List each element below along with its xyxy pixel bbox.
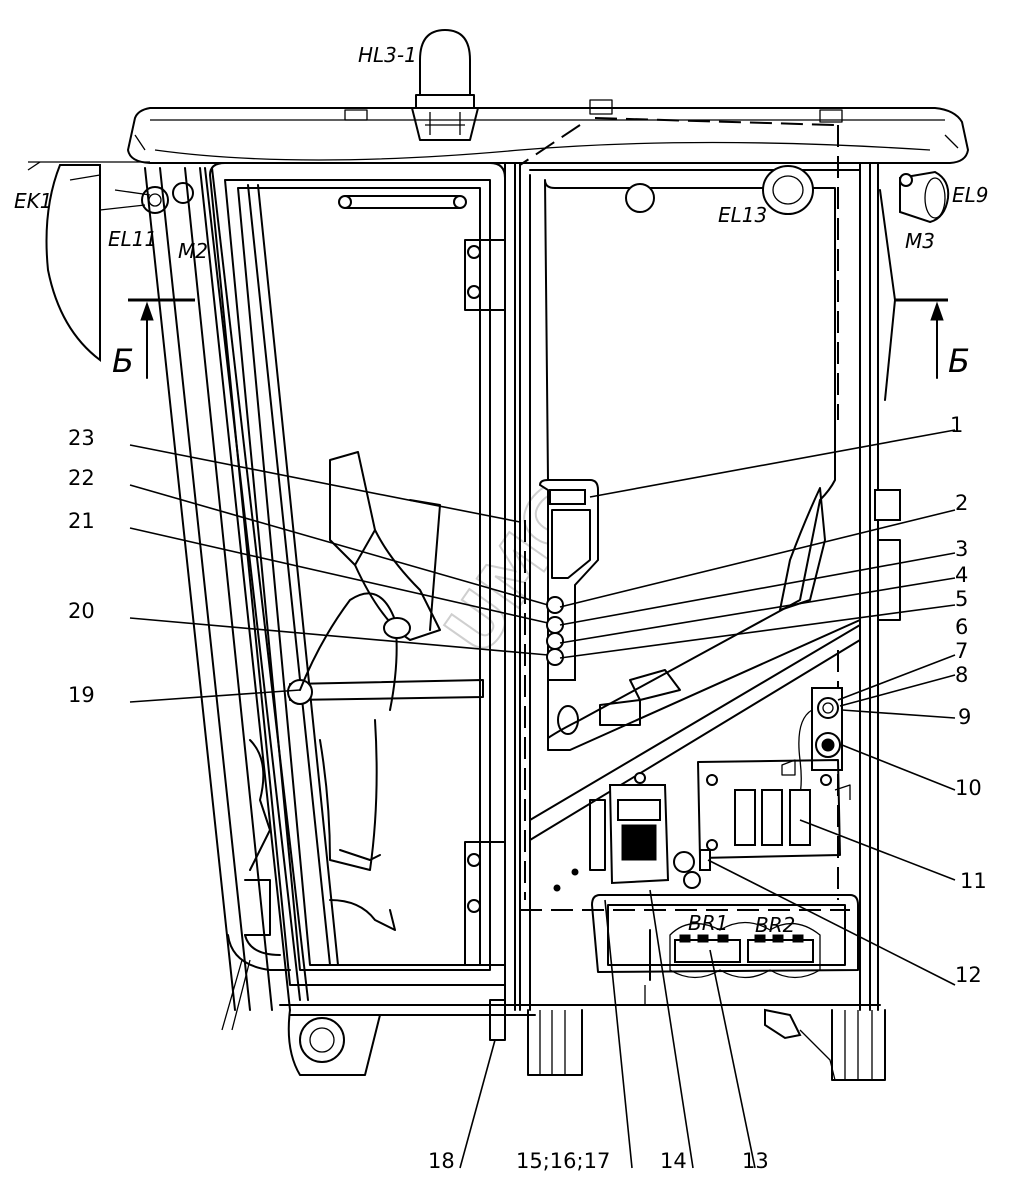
callouts-left: 23 22 21 20 19	[68, 426, 95, 707]
label-el13: EL13	[718, 203, 767, 227]
cab-frame-left	[144, 167, 309, 1031]
rear-window	[529, 169, 861, 1006]
callout-9: 9	[958, 705, 971, 729]
label-hl3-1: HL3-1	[358, 43, 417, 67]
callouts-bottom: 18 15;16;17 14 13	[428, 1149, 769, 1173]
socket-panel	[789, 687, 843, 821]
callout-18: 18	[428, 1149, 455, 1173]
left-mirror-ek1	[27, 161, 194, 363]
callout-22: 22	[68, 466, 95, 490]
label-ek1: EK1	[14, 189, 52, 213]
section-letter-right: Б	[948, 342, 970, 380]
callout-11: 11	[960, 869, 987, 893]
callout-14: 14	[660, 1149, 687, 1173]
callout-20: 20	[68, 599, 95, 623]
callout-21: 21	[68, 509, 95, 533]
relay-block	[697, 759, 851, 859]
callout-5: 5	[955, 587, 968, 611]
label-br1: BR1	[688, 911, 728, 935]
center-pillar	[489, 162, 531, 1041]
section-letter-left: Б	[112, 342, 134, 380]
leader-lines	[129, 429, 956, 1169]
section-mark-left	[128, 298, 195, 379]
lamp-el9	[899, 170, 950, 224]
relay-box-br	[520, 894, 859, 981]
callouts-right: 1 2 3 4 5 6 7 8 9 10 11 12	[950, 413, 987, 987]
callout-6: 6	[955, 615, 968, 639]
controller-unit	[553, 772, 711, 892]
callout-23: 23	[68, 426, 95, 450]
callout-10: 10	[955, 776, 982, 800]
lamp-el13	[762, 165, 814, 215]
callout-19: 19	[68, 683, 95, 707]
callout-7: 7	[955, 639, 968, 663]
label-el11: EL11	[108, 227, 157, 251]
beacon-hl3-1	[411, 28, 479, 141]
roof	[127, 99, 969, 166]
cab-frame-right	[837, 125, 901, 1011]
seat-and-levers	[244, 451, 441, 936]
label-el9: EL9	[952, 183, 989, 207]
control-panel	[538, 479, 599, 681]
callout-1: 1	[950, 413, 963, 437]
callout-2: 2	[955, 491, 968, 515]
callout-15-16-17: 15;16;17	[516, 1149, 610, 1173]
callout-3: 3	[955, 537, 968, 561]
callout-4: 4	[955, 563, 968, 587]
cab-base	[279, 985, 886, 1081]
callout-12: 12	[955, 963, 982, 987]
label-m3: M3	[905, 229, 935, 253]
callout-8: 8	[955, 663, 968, 687]
callout-13: 13	[742, 1149, 769, 1173]
section-mark-right	[895, 298, 948, 379]
label-br2: BR2	[755, 913, 795, 937]
